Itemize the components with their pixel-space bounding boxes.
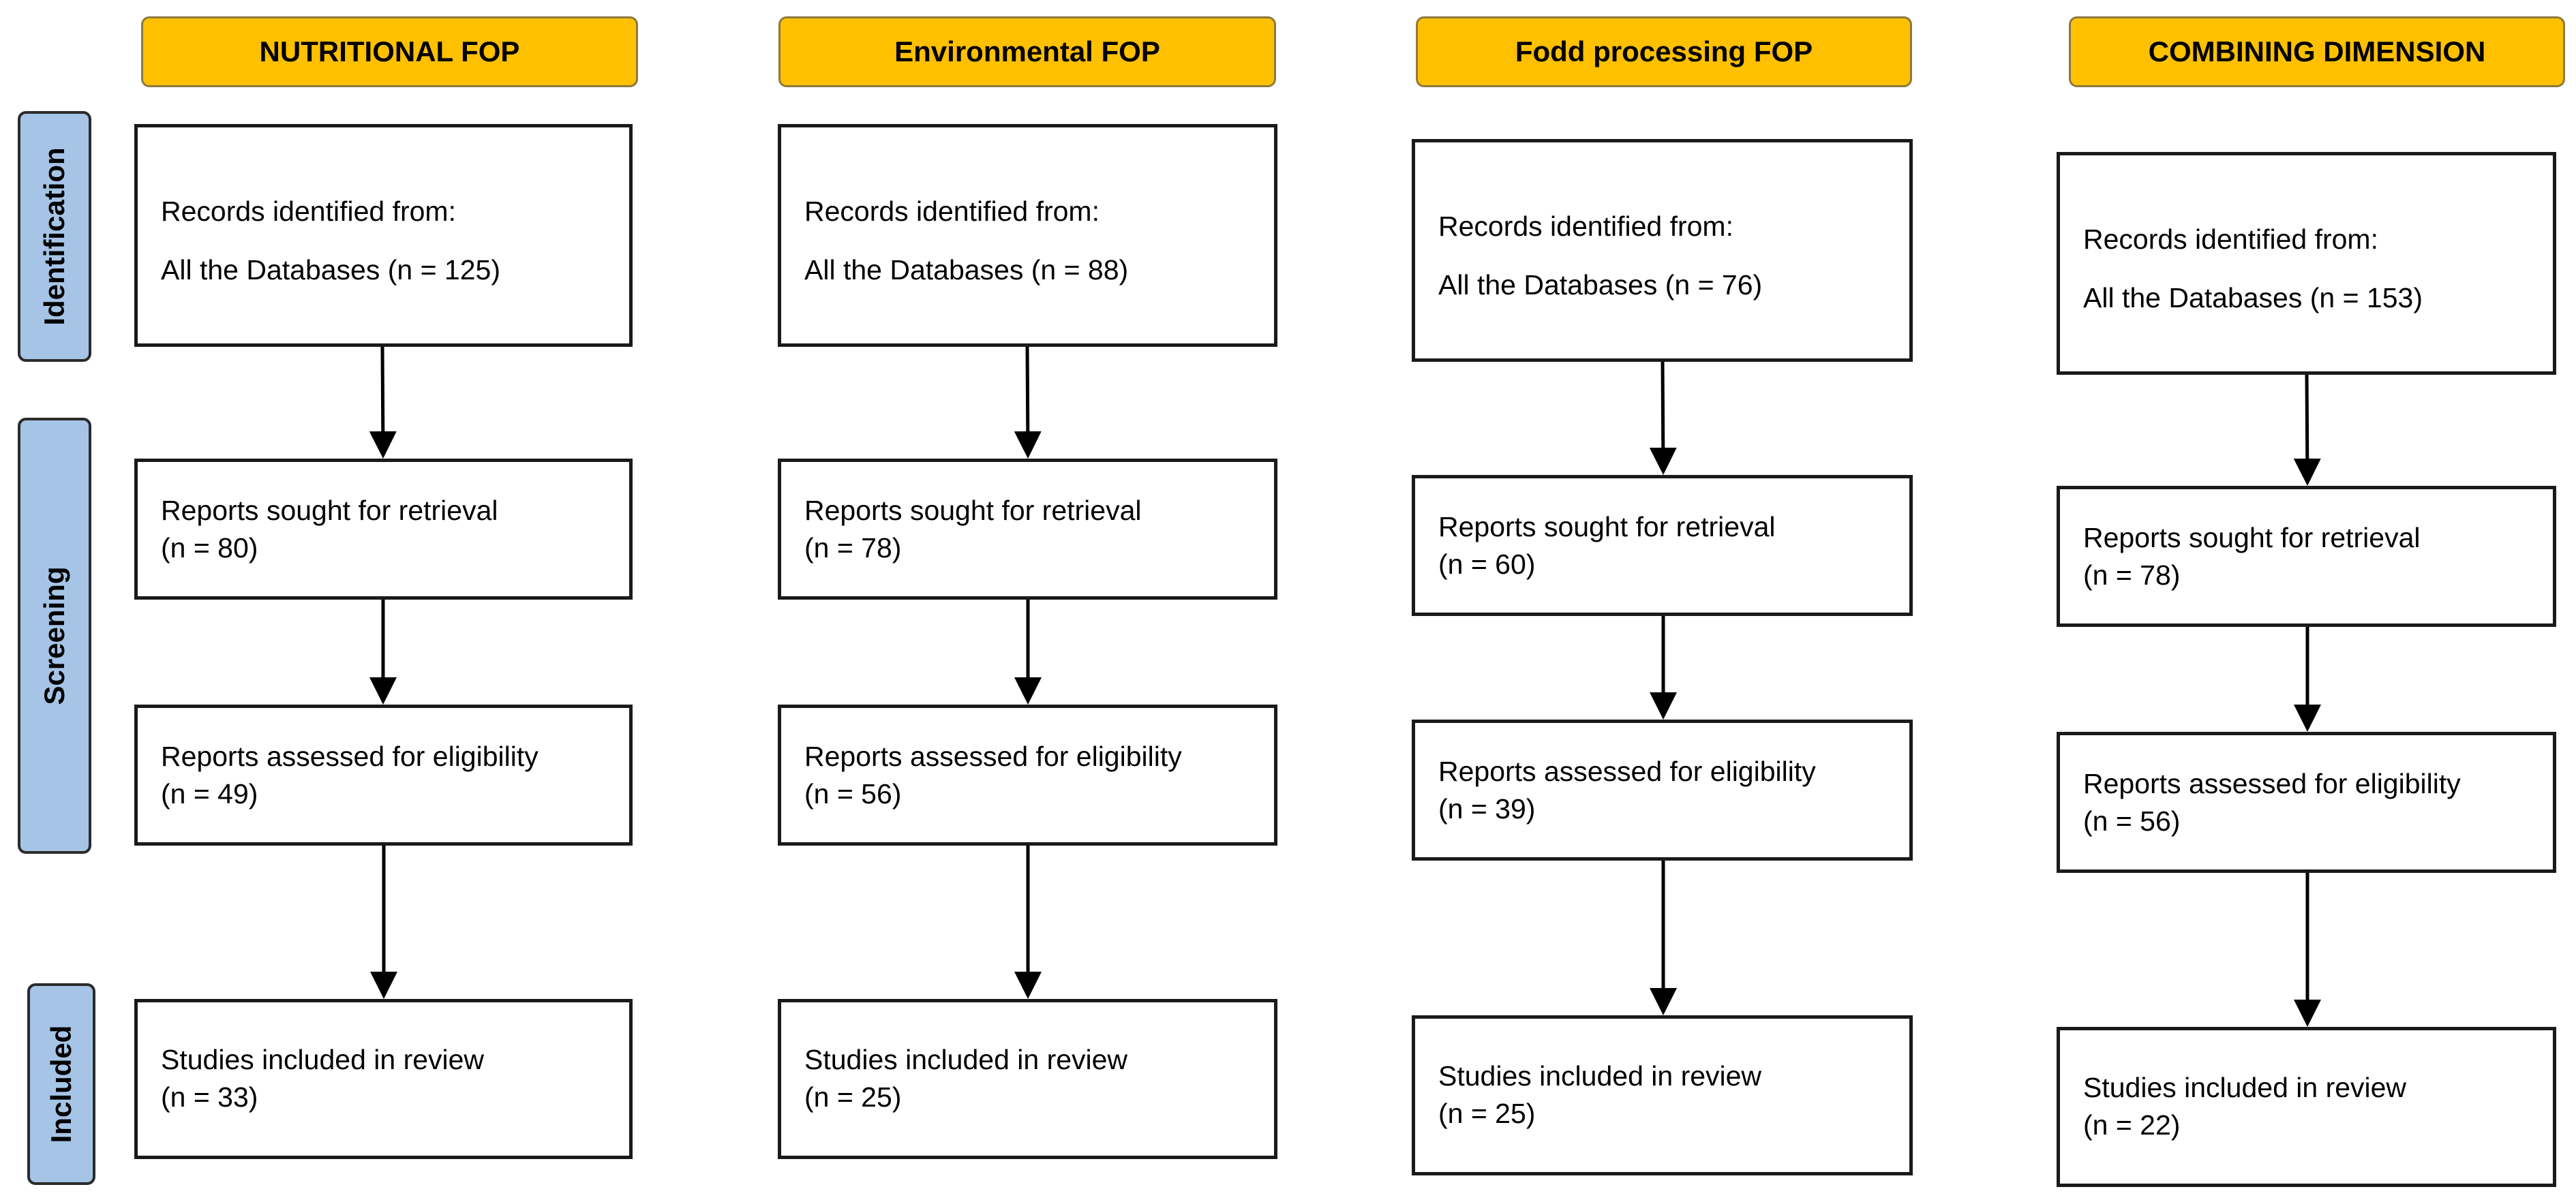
box-line: (n = 56): [2083, 805, 2181, 837]
box-identification: Records identified from: All the Databas…: [134, 124, 633, 347]
stage-identification: Identification: [18, 111, 91, 362]
box-line: (n = 22): [2083, 1109, 2181, 1141]
box-line: Reports assessed for eligibility: [1438, 756, 1816, 787]
box-identification: Records identified from: All the Databas…: [2057, 152, 2556, 375]
box-line: Studies included in review: [2083, 1072, 2407, 1103]
box-line: Reports sought for retrieval: [2083, 522, 2421, 553]
box-line: (n = 78): [804, 532, 902, 564]
column-header-combining-dimension: COMBINING DIMENSION: [2069, 16, 2565, 87]
box-included: Studies included in review (n = 22): [2057, 1027, 2556, 1187]
column-header-nutritional: NUTRITIONAL FOP: [141, 16, 638, 87]
box-line: (n = 25): [1438, 1098, 1536, 1129]
column-header-environmental: Environmental FOP: [778, 16, 1276, 87]
box-line: All the Databases (n = 125): [161, 254, 500, 286]
box-line: (n = 56): [804, 778, 902, 810]
box-line: Reports sought for retrieval: [161, 495, 498, 526]
box-included: Studies included in review (n = 25): [778, 999, 1277, 1159]
box-line: (n = 33): [161, 1081, 258, 1113]
box-line: Reports sought for retrieval: [1438, 511, 1776, 542]
box-line: (n = 60): [1438, 549, 1536, 580]
box-line: Reports assessed for eligibility: [161, 741, 539, 772]
box-included: Studies included in review (n = 33): [134, 999, 633, 1159]
box-retrieval: Reports sought for retrieval (n = 60): [1412, 475, 1913, 616]
box-line: Studies included in review: [161, 1044, 485, 1075]
box-line: All the Databases (n = 76): [1438, 269, 1763, 300]
box-eligibility: Reports assessed for eligibility (n = 56…: [778, 705, 1277, 846]
flow-arrow: [1014, 346, 1042, 459]
stage-screening: Screening: [18, 418, 91, 854]
box-eligibility: Reports assessed for eligibility (n = 56…: [2057, 732, 2556, 873]
box-line: (n = 80): [161, 532, 258, 564]
box-identification: Records identified from: All the Databas…: [1412, 139, 1913, 362]
column-header-food-processing: Fodd processing FOP: [1416, 16, 1912, 87]
box-line: Reports sought for retrieval: [804, 495, 1142, 526]
box-line: (n = 49): [161, 778, 258, 810]
box-retrieval: Reports sought for retrieval (n = 80): [134, 459, 633, 600]
box-line: Records identified from:: [1438, 211, 1733, 242]
box-eligibility: Reports assessed for eligibility (n = 49…: [134, 705, 633, 846]
box-line: Studies included in review: [804, 1044, 1128, 1075]
box-line: Records identified from:: [804, 196, 1100, 227]
box-eligibility: Reports assessed for eligibility (n = 39…: [1412, 720, 1913, 861]
box-line: (n = 25): [804, 1081, 902, 1113]
box-line: Records identified from:: [2083, 224, 2378, 255]
box-line: All the Databases (n = 153): [2083, 282, 2423, 313]
flow-arrow: [369, 346, 397, 459]
box-line: (n = 39): [1438, 793, 1536, 825]
box-line: Reports assessed for eligibility: [804, 741, 1182, 772]
box-line: (n = 78): [2083, 559, 2181, 591]
box-line: Reports assessed for eligibility: [2083, 768, 2461, 799]
stage-included: Included: [27, 983, 95, 1185]
box-line: Records identified from:: [161, 196, 456, 227]
box-identification: Records identified from: All the Databas…: [778, 124, 1277, 347]
box-retrieval: Reports sought for retrieval (n = 78): [2057, 486, 2556, 627]
box-retrieval: Reports sought for retrieval (n = 78): [778, 459, 1277, 600]
box-line: All the Databases (n = 88): [804, 254, 1129, 286]
box-line: Studies included in review: [1438, 1060, 1762, 1092]
box-included: Studies included in review (n = 25): [1412, 1015, 1913, 1175]
